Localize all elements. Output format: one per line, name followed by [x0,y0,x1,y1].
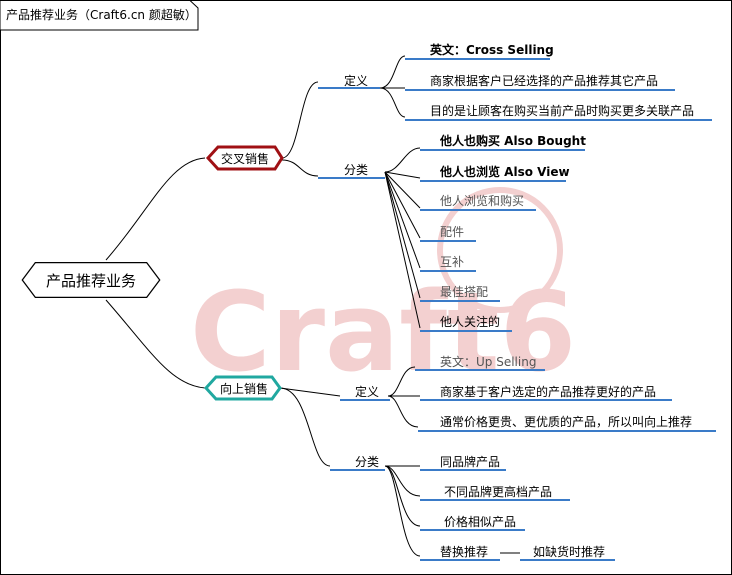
up-categories-label[interactable]: 分类 [355,455,379,469]
cross-definition-item[interactable]: 目的是让顾客在购买当前产品时购买更多关联产品 [430,103,694,118]
up-definition-label[interactable]: 定义 [355,384,379,399]
up-definition-item[interactable]: 通常价格更贵、更优质的产品，所以叫向上推荐 [440,414,692,429]
watermark-ring [437,187,563,313]
up-definition-item[interactable]: 商家基于客户选定的产品推荐更好的产品 [440,384,656,399]
up-branch-node[interactable] [203,375,282,401]
cross-category-item[interactable]: 最佳搭配 [440,285,488,299]
cross-definition-label[interactable]: 定义 [344,73,368,88]
cross-category-item[interactable]: 他人浏览和购买 [440,193,524,208]
cross-definition-item[interactable]: 商家根据客户已经选择的产品推荐其它产品 [430,73,658,88]
up-category-item[interactable]: 价格相似产品 [444,514,516,529]
root-node-inner [23,263,159,297]
connector-lines [105,55,520,557]
root-node-label: 产品推荐业务 [46,272,136,290]
up-branch-label: 向上销售 [220,381,268,396]
cross-category-item[interactable]: 配件 [440,225,464,239]
up-category-item[interactable]: 同品牌产品 [440,455,500,469]
header-title: 产品推荐业务（Craft6.cn 颜超敏） [6,7,197,22]
header-tab [0,0,199,31]
substitute-child-item[interactable]: 如缺货时推荐 [533,544,605,559]
cross-category-item[interactable]: 他人也浏览 Also View [439,164,570,179]
cross-branch-node[interactable] [205,145,284,171]
cross-categories-label[interactable]: 分类 [344,163,368,177]
up-category-item[interactable]: 不同品牌更高档产品 [444,484,552,499]
up-category-item[interactable]: 替换推荐 [440,545,488,559]
cross-category-item[interactable]: 他人也购买 Also Bought [439,133,586,148]
cross-definition-item[interactable]: 英文：Cross Selling [430,42,554,57]
cross-category-item[interactable]: 互补 [440,255,464,269]
cross-category-item[interactable]: 他人关注的 [440,314,500,329]
up-definition-item[interactable]: 英文：Up Selling [440,354,536,369]
cross-branch-label: 交叉销售 [221,151,269,166]
